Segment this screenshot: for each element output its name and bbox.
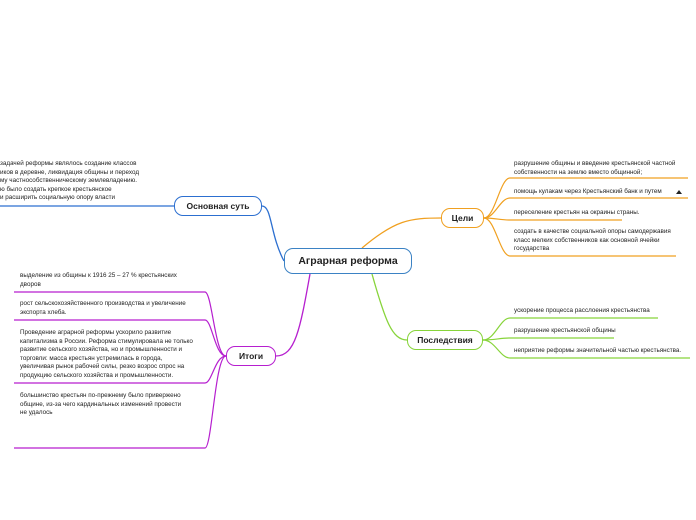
topic-essence-label: Основная суть — [186, 201, 250, 211]
leaf-line: не удалось — [20, 409, 53, 416]
link-goals-leaf-3 — [483, 217, 511, 221]
leaf-line: помощь кулакам через Крестьянский банк и… — [514, 188, 662, 195]
leaf-line: переселение крестьян на окраины страны. — [514, 209, 640, 216]
leaf-line: экспорта хлеба. — [20, 308, 67, 316]
leaf-line: класс мелких собственников как основной … — [514, 236, 660, 244]
leaf-line: разрушение крестьянской общины — [514, 327, 616, 334]
leaf-line: продукцию сельского хозяйства и промышле… — [20, 371, 174, 379]
link-goals-leaf-2 — [483, 197, 511, 219]
leaf-line: выделение из общины к 1916 25 – 27 % кре… — [20, 272, 177, 279]
leaf-line: торговли: масса крестьян устремилась в г… — [20, 354, 163, 362]
leaf-results-3[interactable]: Проведение аграрной реформы ускорило раз… — [20, 329, 193, 380]
link-results-leaf-3 — [204, 355, 227, 384]
leaf-goals-4[interactable]: создать в качестве социальной опоры само… — [514, 228, 671, 254]
link-goals-leaf-1 — [483, 177, 511, 219]
topic-essence[interactable]: Основная суть — [174, 196, 262, 216]
leaf-line: капитализма в России. Реформа стимулиров… — [20, 337, 193, 345]
topic-consequences-label: Последствия — [417, 335, 473, 345]
link-results-leaf-4 — [204, 355, 227, 449]
leaf-line: дворов — [20, 280, 41, 288]
leaf-line: рост сельскохозяйственного производства … — [20, 300, 186, 307]
central-topic-label: Аграрная реформа — [298, 255, 398, 267]
leaf-results-2[interactable]: рост сельскохозяйственного производства … — [20, 300, 186, 317]
leaf-line: и расширить социальную опору власти — [0, 194, 115, 201]
link-central-consequences — [371, 273, 408, 341]
link-conseq-leaf-1 — [482, 317, 511, 341]
link-conseq-leaf-3 — [482, 339, 511, 359]
leaf-line: развитие сельского хозяйства, но и промы… — [20, 346, 183, 353]
leaf-line: большинство крестьян по-прежнему было пр… — [20, 392, 181, 399]
topic-results[interactable]: Итоги — [226, 346, 276, 366]
leaf-goals-1[interactable]: разрушение общины и введение крестьянско… — [514, 160, 675, 177]
link-goals-leaf-4 — [483, 217, 511, 257]
link-central-essence — [261, 205, 285, 262]
link-results-leaf-2 — [204, 319, 227, 357]
link-results-leaf-1 — [204, 291, 227, 357]
topic-results-label: Итоги — [238, 351, 264, 361]
leaf-essence-1[interactable]: задачей реформы являлось создание классо… — [0, 160, 139, 203]
leaf-consequences-3[interactable]: неприятие реформы значительной частью кр… — [514, 347, 681, 356]
leaf-line: общине, из-за чего кардинальных изменени… — [20, 400, 182, 408]
leaf-results-1[interactable]: выделение из общины к 1916 25 – 27 % кре… — [20, 272, 177, 289]
leaf-consequences-2[interactable]: разрушение крестьянской общины — [514, 327, 616, 336]
leaf-line: ускорение процесса расслоения крестьянст… — [514, 307, 650, 314]
link-central-results — [275, 273, 311, 357]
link-central-goals — [361, 217, 442, 249]
triangle-up-icon[interactable] — [676, 190, 682, 194]
leaf-line: Проведение аграрной реформы ускорило раз… — [20, 329, 172, 336]
leaf-line: разрушение общины и введение крестьянско… — [514, 160, 676, 167]
leaf-line: иков в деревне, ликвидация общины и пере… — [0, 168, 140, 176]
topic-goals[interactable]: Цели — [441, 208, 484, 228]
leaf-goals-3[interactable]: переселение крестьян на окраины страны. — [514, 209, 640, 218]
leaf-results-4[interactable]: большинство крестьян по-прежнему было пр… — [20, 392, 181, 418]
leaf-line: создать в качестве социальной опоры само… — [514, 228, 671, 235]
leaf-line: ю было создать крепкое крестьянское — [0, 185, 112, 193]
leaf-line: государства — [514, 245, 550, 252]
leaf-line: собственности на землю вместо общинной; — [514, 168, 643, 176]
topic-consequences[interactable]: Последствия — [407, 330, 483, 350]
topic-goals-label: Цели — [451, 213, 474, 223]
leaf-line: му частнособственническому землевладению… — [0, 177, 138, 184]
leaf-consequences-1[interactable]: ускорение процесса расслоения крестьянст… — [514, 307, 650, 316]
leaf-line: увеличивая рынок рабочей силы, резко воз… — [20, 363, 185, 370]
leaf-line: неприятие реформы значительной частью кр… — [514, 347, 682, 354]
leaf-line: задачей реформы являлось создание классо… — [0, 160, 137, 167]
central-topic[interactable]: Аграрная реформа — [284, 248, 412, 274]
leaf-goals-2[interactable]: помощь кулакам через Крестьянский банк и… — [514, 188, 662, 197]
